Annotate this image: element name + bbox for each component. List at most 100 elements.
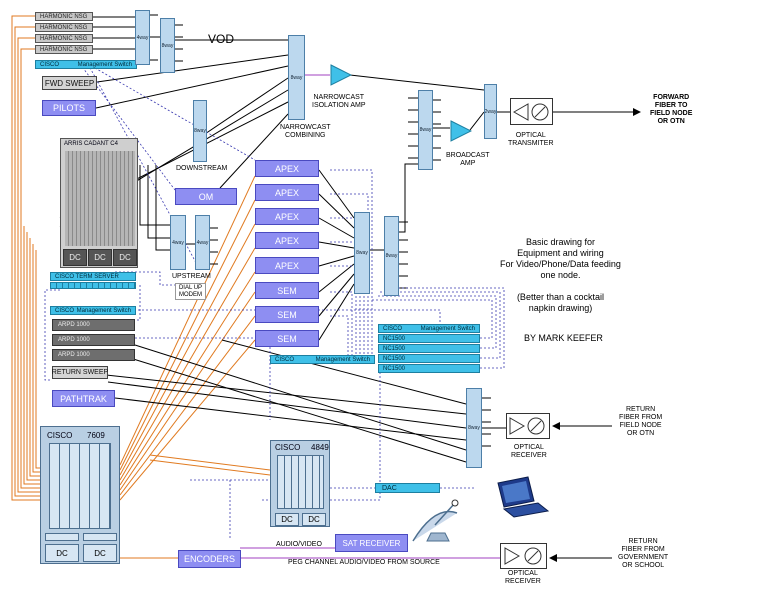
cisco-7609-psu-2	[83, 533, 117, 541]
arpd-1000-3: ARPD 1000	[52, 349, 135, 361]
splitter-8way-apex-b: 8way	[384, 216, 399, 296]
cisco-7609-psu-1	[45, 533, 79, 541]
apex-2: APEX	[255, 184, 319, 201]
harmonic-nsg-2: HARMONIC NSG	[35, 23, 93, 32]
broadcast-amp-text: BROADCAST AMP	[446, 152, 490, 167]
mgmt-switch-top-name: Management Switch	[77, 61, 132, 68]
splitter-8way-apex-a-label: 8way	[356, 250, 368, 256]
nc1500-2: NC1500	[378, 344, 480, 353]
arpd-1000-1: ARPD 1000	[52, 319, 135, 331]
fwd-sweep: FWD SWEEP	[42, 76, 97, 90]
sem-1: SEM	[255, 282, 319, 299]
optical-transmitter-icon	[512, 102, 548, 121]
splitter-8way-downstream: 8way	[193, 100, 207, 162]
nc1500-2-label: NC1500	[383, 345, 406, 352]
optical-receiver-node	[506, 413, 550, 439]
forward-fiber-text: FORWARD FIBER TO FIELD NODE OR OTN	[650, 94, 693, 125]
term-server-ports	[50, 282, 136, 289]
dac: DAC	[375, 483, 440, 493]
mgmt-switch-arpd-brand: CISCO	[55, 307, 75, 314]
splitter-8way-vod: 8way	[160, 18, 175, 73]
nc1500-3-label: NC1500	[383, 355, 406, 362]
om: OM	[175, 188, 237, 205]
harmonic-nsg-4: HARMONIC NSG	[35, 45, 93, 54]
satellite-dish-icon	[412, 499, 459, 542]
apex-3-label: APEX	[274, 211, 299, 222]
cisco-4849-dc-1: DC	[275, 513, 299, 526]
management-switch-top: CISCO Management Switch	[35, 60, 137, 69]
mgmt-switch-nc-brand: CISCO	[383, 325, 403, 332]
optical-receiver-gov-text: OPTICAL RECEIVER	[505, 570, 541, 585]
splitter-8way-apex-b-label: 8way	[385, 253, 398, 259]
return-fiber-node-text: RETURN FIBER FROM FIELD NODE OR OTN	[619, 406, 663, 437]
optical-transmitter-text: OPTICAL TRANSMITER	[508, 132, 554, 147]
cisco-7609-slots	[49, 443, 111, 529]
mgmt-switch-apex-brand: CISCO	[275, 356, 295, 363]
cisco-7609-brand: CISCO	[47, 431, 73, 440]
optical-transmitter-label: OPTICAL TRANSMITER	[508, 132, 554, 148]
description-text: Basic drawing for Equipment and wiring F…	[500, 237, 621, 313]
om-label: OM	[198, 191, 214, 202]
purple-links	[240, 74, 500, 559]
apex-2-label: APEX	[274, 187, 299, 198]
splitter-4way-upstream-2: 4way	[195, 215, 210, 270]
nc1500-4-label: NC1500	[383, 365, 406, 372]
splitter-4way-harmonic: 4way	[135, 10, 150, 65]
orange-coax-bundle	[11, 15, 271, 559]
splitter-8way-apex-a: 8way	[354, 212, 370, 294]
apex-4: APEX	[255, 232, 319, 249]
splitter-4way-upstream-1: 4way	[170, 215, 186, 270]
splitter-8way-return-label: 8way	[468, 425, 480, 431]
dial-up-modem: DIAL UP MODEM	[175, 283, 206, 300]
cisco-7609-chassis: CISCO 7609 DC DC	[40, 426, 120, 564]
harmonic-nsg-2-label: HARMONIC NSG	[40, 24, 88, 31]
cisco-4849-dc-2: DC	[302, 513, 326, 526]
sem-3: SEM	[255, 330, 319, 347]
narrowcast-isolation-amp-icon	[330, 64, 352, 86]
splitter-4way-upstream-1-label: 4way	[172, 239, 184, 246]
sem-3-label: SEM	[277, 333, 297, 344]
apex-3: APEX	[255, 208, 319, 225]
nc1500-3: NC1500	[378, 354, 480, 363]
broadcast-amp-icon	[450, 120, 472, 142]
arpd-1000-2: ARPD 1000	[52, 334, 135, 346]
cisco-7609-dc-1: DC	[45, 544, 79, 562]
dial-up-modem-label: DIAL UP MODEM	[178, 284, 203, 298]
apex-4-label: APEX	[274, 235, 299, 246]
optical-receiver-node-text: OPTICAL RECEIVER	[511, 444, 547, 459]
mgmt-switch-top-brand: CISCO	[40, 61, 60, 68]
cisco-4849-model: 4849	[311, 443, 329, 452]
sem-1-label: SEM	[277, 285, 297, 296]
nc1500-4: NC1500	[378, 364, 480, 373]
upstream-label: UPSTREAM	[172, 273, 211, 280]
vod-label: VOD	[208, 32, 235, 46]
arris-dc-1: DC	[63, 249, 87, 266]
narrowcast-amp-label: NARROWCAST ISOLATION AMP	[312, 94, 366, 110]
arpd-1000-1-label: ARPD 1000	[58, 322, 90, 328]
narrowcast-amp-text: NARROWCAST ISOLATION AMP	[312, 94, 366, 109]
dotted-control-wiring	[44, 63, 505, 540]
cisco-term-server: CISCO TERM SERVER	[50, 272, 136, 281]
harmonic-nsg-4-label: HARMONIC NSG	[40, 46, 88, 53]
harmonic-nsg-3-label: HARMONIC NSG	[40, 35, 88, 42]
apex-1: APEX	[255, 160, 319, 177]
pathtrak: PATHTRAK	[52, 390, 115, 407]
cisco-4849-chassis: CISCO 4849 DC DC	[270, 440, 330, 527]
return-fiber-node-label: RETURN FIBER FROM FIELD NODE OR OTN	[619, 406, 662, 438]
splitter-4way-upstream-2-label: 4way	[196, 239, 209, 246]
arris-line-cards	[65, 151, 135, 246]
audio-video-label: AUDIO/VIDEO	[276, 541, 322, 548]
return-sweep: RETURN SWEEP	[52, 366, 108, 379]
pilots: PILOTS	[42, 100, 96, 116]
harmonic-nsg-1: HARMONIC NSG	[35, 12, 93, 21]
forward-fiber-label: FORWARD FIBER TO FIELD NODE OR OTN	[650, 94, 692, 126]
arris-cadant-c4-title: ARRIS CADANT C4	[64, 141, 118, 147]
splitter-8way-return: 8way	[466, 388, 482, 468]
cisco-4849-brand: CISCO	[275, 443, 301, 452]
narrowcast-combining-label: NARROWCAST COMBINING	[280, 124, 331, 140]
splitter-8way-broadcast-label: 8way	[419, 127, 432, 133]
pilots-label: PILOTS	[52, 103, 85, 113]
